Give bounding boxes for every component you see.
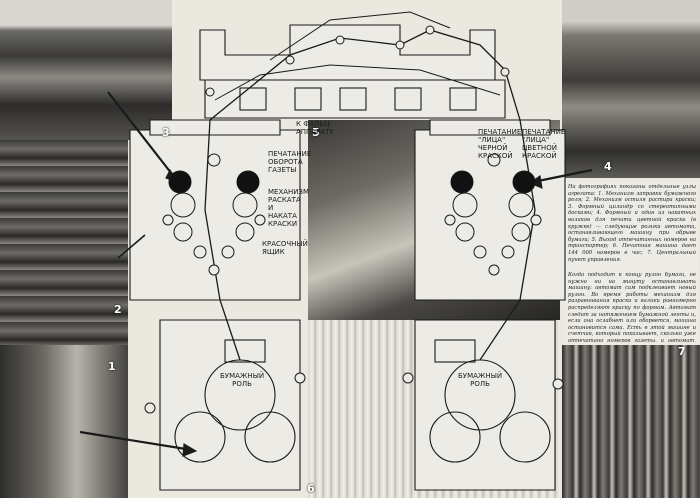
label-folding-apparatus: К ФАЛЬЦ-АППАРАТУ [296,120,366,136]
panel-number: 4 [604,160,612,173]
label-paper-roll-left: БУМАЖНЫЙ РОЛЬ [220,372,264,388]
caption-photo-list: На фотографиях показаны отдельные узлы а… [568,184,696,268]
panel-number: 7 [678,345,686,358]
panel-number: 3 [162,126,170,139]
label-paper-roll-right: БУМАЖНЫЙ РОЛЬ [458,372,502,388]
label-obverse-printing: ПЕЧАТАНИЕ ОБОРОТА ГАЗЕТЫ [268,150,302,174]
label-ink-box: КРАСОЧНЫЙ ЯЩИК [262,240,304,256]
caption-automation-text: Когда подходит к концу рулон бумаги, не … [568,272,696,342]
label-face-color: ПЕЧАТАНИЕ "ЛИЦА" ЦВЕТНОЙ КРАСКОЙ [522,128,562,160]
label-ink-mechanism: МЕХАНИЗМ РАСКАТА И НАКАТА КРАСКИ [268,188,302,228]
panel-number: 2 [114,303,122,316]
label-face-black: ПЕЧАТАНИЕ "ЛИЦА" ЧЕРНОЙ КРАСКОЙ [478,128,516,160]
panel-number: 1 [108,360,116,373]
panel-number: 6 [307,482,315,495]
